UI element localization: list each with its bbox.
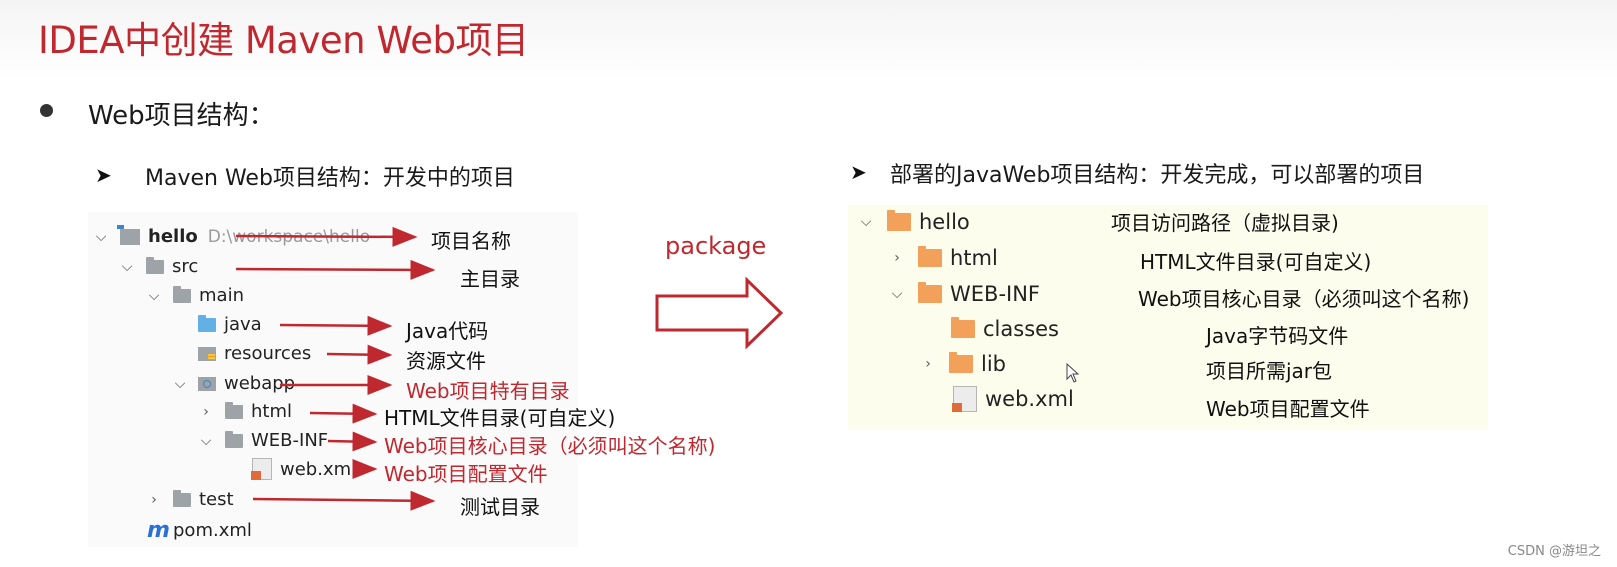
tree-node-lib[interactable]: › lib bbox=[919, 352, 1006, 376]
package-label: package bbox=[665, 232, 767, 260]
annotation-webinf: Web项目核心目录（必须叫这个名称) bbox=[384, 434, 716, 458]
chevron-right-icon[interactable]: › bbox=[894, 250, 900, 266]
annotation-hello: 项目名称 bbox=[431, 229, 511, 253]
arrow-line bbox=[326, 344, 393, 365]
tree-node-main[interactable]: ⌵ main bbox=[145, 285, 244, 306]
folder-icon bbox=[918, 246, 942, 267]
right-tree-panel bbox=[848, 205, 1488, 430]
chevron-right-icon[interactable]: › bbox=[925, 356, 931, 372]
annotation-html: HTML文件目录(可自定义) bbox=[1140, 250, 1372, 274]
xml-file-icon bbox=[952, 386, 977, 412]
tree-node-webapp[interactable]: ⌵ webapp bbox=[171, 373, 295, 394]
annotation-webinf: Web项目核心目录（必须叫这个名称) bbox=[1138, 287, 1470, 311]
arrow-line bbox=[235, 226, 418, 247]
tree-label: hello bbox=[148, 226, 198, 247]
bullet-text: Web项目结构： bbox=[88, 101, 275, 131]
tree-node-resources[interactable]: resources bbox=[198, 343, 311, 364]
arrow-line bbox=[327, 431, 378, 452]
left-heading: Maven Web项目结构：开发中的项目 bbox=[145, 166, 515, 191]
folder-icon bbox=[173, 489, 191, 507]
chevron-down-icon[interactable]: ⌵ bbox=[860, 214, 872, 230]
chevron-down-icon[interactable]: ⌵ bbox=[174, 375, 186, 392]
annotation-test: 测试目录 bbox=[460, 495, 540, 519]
tree-node-html[interactable]: › html bbox=[888, 246, 998, 270]
arrow-line bbox=[309, 403, 378, 424]
arrow-bullet-icon: ➤ bbox=[95, 163, 112, 187]
folder-icon bbox=[951, 317, 975, 338]
annotation-classes: Java字节码文件 bbox=[1206, 324, 1349, 348]
annotation-java: Java代码 bbox=[406, 319, 489, 343]
tree-node-webinf[interactable]: ⌵ WEB-INF bbox=[888, 282, 1040, 306]
folder-icon bbox=[949, 352, 973, 373]
right-heading: 部署的JavaWeb项目结构：开发完成，可以部署的项目 bbox=[890, 163, 1425, 188]
source-folder-icon bbox=[198, 314, 216, 332]
folder-icon bbox=[173, 285, 191, 303]
annotation-hello: 项目访问路径（虚拟目录) bbox=[1111, 211, 1339, 235]
tree-node-hello[interactable]: ⌵ hello bbox=[857, 210, 970, 234]
annotation-lib: 项目所需jar包 bbox=[1206, 359, 1333, 383]
arrow-line bbox=[252, 490, 436, 511]
chevron-down-icon[interactable]: ⌵ bbox=[148, 287, 160, 304]
tree-node-webinf[interactable]: ⌵ WEB-INF bbox=[197, 430, 328, 451]
arrow-line bbox=[279, 315, 393, 336]
tree-label: WEB-INF bbox=[251, 430, 329, 451]
package-arrow-icon bbox=[655, 276, 784, 350]
xml-file-icon bbox=[251, 458, 272, 480]
tree-label: webapp bbox=[224, 373, 296, 394]
tree-node-webxml[interactable]: web.xml bbox=[251, 458, 357, 480]
chevron-right-icon[interactable]: › bbox=[151, 491, 157, 508]
folder-icon bbox=[146, 256, 164, 274]
tree-node-pom[interactable]: m pom.xml bbox=[147, 518, 252, 543]
annotation-webxml: Web项目配置文件 bbox=[1206, 397, 1370, 421]
chevron-down-icon[interactable]: ⌵ bbox=[891, 286, 903, 302]
tree-node-src[interactable]: ⌵ src bbox=[118, 256, 199, 277]
tree-label: hello bbox=[919, 210, 970, 234]
tree-node-webxml[interactable]: web.xml bbox=[952, 386, 1074, 412]
bullet-dot-icon bbox=[40, 104, 53, 117]
tree-label: classes bbox=[983, 317, 1059, 341]
page-title: IDEA中创建 Maven Web项目 bbox=[38, 19, 529, 62]
chevron-right-icon[interactable]: › bbox=[203, 403, 209, 420]
mouse-cursor-icon bbox=[1066, 363, 1080, 383]
tree-label: WEB-INF bbox=[950, 282, 1040, 306]
tree-node-test[interactable]: › test bbox=[145, 489, 234, 510]
tree-label: main bbox=[199, 285, 244, 306]
arrow-bullet-icon: ➤ bbox=[850, 160, 867, 184]
tree-label: java bbox=[224, 314, 262, 335]
left-tree-panel bbox=[88, 212, 578, 547]
arrow-line bbox=[235, 259, 436, 280]
tree-label: web.xml bbox=[985, 387, 1074, 411]
tree-node-classes[interactable]: classes bbox=[951, 317, 1059, 341]
tree-label: pom.xml bbox=[173, 520, 252, 541]
annotation-webxml: Web项目配置文件 bbox=[384, 462, 548, 486]
tree-label: html bbox=[950, 246, 998, 270]
header-band bbox=[0, 0, 1617, 80]
folder-icon bbox=[225, 430, 243, 448]
chevron-down-icon[interactable]: ⌵ bbox=[95, 228, 107, 245]
annotation-src: 主目录 bbox=[460, 267, 520, 291]
tree-label: src bbox=[172, 256, 199, 277]
tree-node-java[interactable]: java bbox=[198, 314, 262, 335]
annotation-html: HTML文件目录(可自定义) bbox=[384, 406, 616, 430]
chevron-down-icon[interactable]: ⌵ bbox=[200, 432, 212, 449]
tree-label: lib bbox=[981, 352, 1006, 376]
chevron-down-icon[interactable]: ⌵ bbox=[121, 258, 133, 275]
project-folder-icon bbox=[117, 224, 140, 245]
annotation-resources: 资源文件 bbox=[406, 349, 486, 373]
maven-icon: m bbox=[147, 518, 170, 543]
tree-node-html[interactable]: › html bbox=[197, 401, 292, 422]
resources-folder-icon bbox=[198, 346, 216, 361]
tree-label: test bbox=[199, 489, 234, 510]
folder-icon bbox=[225, 401, 243, 419]
tree-label: html bbox=[251, 401, 293, 422]
webapp-folder-icon bbox=[198, 376, 216, 391]
tree-label: web.xml bbox=[280, 458, 357, 480]
folder-icon bbox=[887, 210, 911, 231]
annotation-webapp: Web项目特有目录 bbox=[406, 379, 570, 403]
folder-icon bbox=[918, 282, 942, 303]
tree-label: resources bbox=[224, 343, 312, 364]
watermark: CSDN @游坦之 bbox=[1507, 544, 1601, 559]
